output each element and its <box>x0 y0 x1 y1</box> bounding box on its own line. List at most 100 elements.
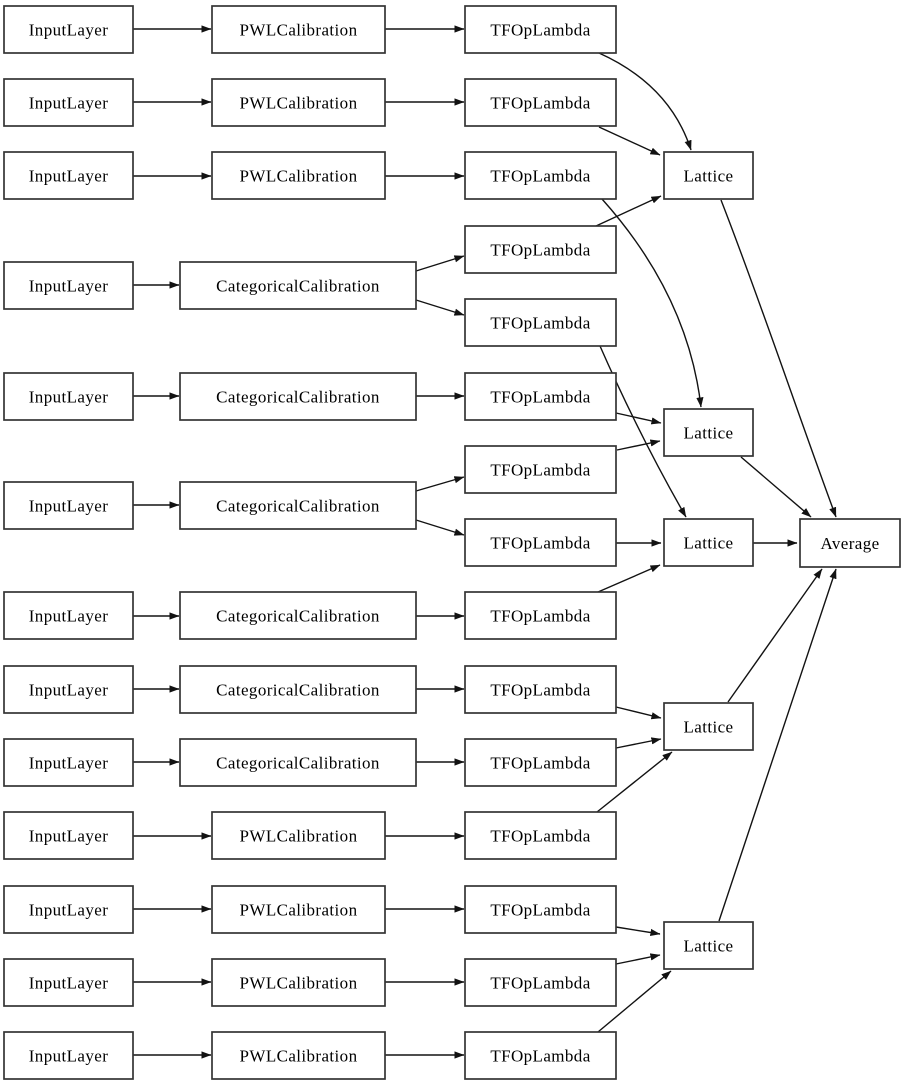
node-lat2: Lattice <box>663 408 754 457</box>
node-lat3: Lattice <box>663 518 754 567</box>
node-avg: Average <box>799 518 901 568</box>
node-tf12: TFOpLambda <box>464 811 617 860</box>
node-box-in1 <box>3 5 134 54</box>
node-tf5: TFOpLambda <box>464 298 617 347</box>
node-box-in2 <box>3 78 134 127</box>
node-box-in5 <box>3 372 134 421</box>
node-label-in2: InputLayer <box>29 94 109 113</box>
node-in6: InputLayer <box>3 481 134 530</box>
node-label-cat1: CategoricalCalibration <box>216 277 380 296</box>
edge-cat1-tf4 <box>415 255 465 272</box>
node-box-pwl4 <box>211 811 386 860</box>
node-label-in9: InputLayer <box>29 754 109 773</box>
edges-layer <box>132 25 837 1059</box>
node-box-lat1 <box>663 151 754 200</box>
node-box-in7 <box>3 591 134 640</box>
node-box-cat5 <box>179 665 417 714</box>
node-label-pwl4: PWLCalibration <box>240 827 358 846</box>
node-box-in8 <box>3 665 134 714</box>
node-tf2: TFOpLambda <box>464 78 617 127</box>
edge-tf10-lat4 <box>615 706 662 720</box>
node-label-tf8: TFOpLambda <box>490 534 590 553</box>
node-lat5: Lattice <box>663 921 754 970</box>
edge-tf1-lat1 <box>598 52 692 151</box>
node-label-tf9: TFOpLambda <box>490 607 590 626</box>
node-box-tf7 <box>464 445 617 494</box>
node-in8: InputLayer <box>3 665 134 714</box>
node-in1: InputLayer <box>3 5 134 54</box>
node-cat5: CategoricalCalibration <box>179 665 417 714</box>
node-tf1: TFOpLambda <box>464 5 617 54</box>
node-box-tf13 <box>464 885 617 934</box>
node-box-in4 <box>3 261 134 310</box>
node-pwl2: PWLCalibration <box>211 78 386 127</box>
edge-tf4-lat1 <box>595 195 662 227</box>
node-box-pwl1 <box>211 5 386 54</box>
node-label-tf6: TFOpLambda <box>490 388 590 407</box>
node-label-lat2: Lattice <box>684 424 734 443</box>
node-box-cat6 <box>179 738 417 787</box>
node-label-in8: InputLayer <box>29 681 109 700</box>
node-box-tf1 <box>464 5 617 54</box>
edge-tf2-lat1 <box>598 126 661 156</box>
edge-tf5-lat3 <box>599 345 687 518</box>
node-tf7: TFOpLambda <box>464 445 617 494</box>
node-box-pwl6 <box>211 958 386 1007</box>
node-label-pwl2: PWLCalibration <box>240 94 358 113</box>
node-box-in13 <box>3 1031 134 1080</box>
node-box-lat3 <box>663 518 754 567</box>
node-label-cat4: CategoricalCalibration <box>216 607 380 626</box>
node-box-cat3 <box>179 481 417 530</box>
node-box-in3 <box>3 151 134 200</box>
node-in2: InputLayer <box>3 78 134 127</box>
edge-lat5-avg <box>718 568 837 922</box>
node-in9: InputLayer <box>3 738 134 787</box>
node-cat1: CategoricalCalibration <box>179 261 417 310</box>
node-label-tf1: TFOpLambda <box>490 21 590 40</box>
node-tf10: TFOpLambda <box>464 665 617 714</box>
node-label-tf15: TFOpLambda <box>490 1047 590 1066</box>
node-in12: InputLayer <box>3 958 134 1007</box>
node-in11: InputLayer <box>3 885 134 934</box>
edge-cat1-tf5 <box>415 299 465 316</box>
node-box-tf5 <box>464 298 617 347</box>
node-label-in12: InputLayer <box>29 974 109 993</box>
node-in10: InputLayer <box>3 811 134 860</box>
nodes-layer: InputLayerInputLayerInputLayerInputLayer… <box>3 5 901 1080</box>
node-box-pwl3 <box>211 151 386 200</box>
node-box-avg <box>799 518 901 568</box>
node-tf14: TFOpLambda <box>464 958 617 1007</box>
node-in4: InputLayer <box>3 261 134 310</box>
node-pwl4: PWLCalibration <box>211 811 386 860</box>
node-cat4: CategoricalCalibration <box>179 591 417 640</box>
node-label-in11: InputLayer <box>29 901 109 920</box>
node-box-in12 <box>3 958 134 1007</box>
edge-cat3-tf8 <box>415 519 465 536</box>
node-label-in13: InputLayer <box>29 1047 109 1066</box>
edge-lat1-avg <box>720 199 837 518</box>
node-box-pwl2 <box>211 78 386 127</box>
node-in7: InputLayer <box>3 591 134 640</box>
edge-tf11-lat4 <box>615 737 662 749</box>
node-label-pwl6: PWLCalibration <box>240 974 358 993</box>
node-pwl5: PWLCalibration <box>211 885 386 934</box>
node-lat1: Lattice <box>663 151 754 200</box>
node-label-in1: InputLayer <box>29 21 109 40</box>
node-box-in9 <box>3 738 134 787</box>
node-label-in7: InputLayer <box>29 607 109 626</box>
node-label-cat2: CategoricalCalibration <box>216 388 380 407</box>
edge-tf7-lat2 <box>616 439 661 451</box>
node-label-lat5: Lattice <box>684 937 734 956</box>
node-box-lat2 <box>663 408 754 457</box>
node-label-tf11: TFOpLambda <box>490 754 590 773</box>
node-in5: InputLayer <box>3 372 134 421</box>
node-label-cat5: CategoricalCalibration <box>216 681 380 700</box>
node-box-tf3 <box>464 151 617 200</box>
node-box-lat4 <box>663 702 754 751</box>
node-label-pwl3: PWLCalibration <box>240 167 358 186</box>
edge-tf13-lat5 <box>615 926 661 937</box>
node-cat3: CategoricalCalibration <box>179 481 417 530</box>
node-tf3: TFOpLambda <box>464 151 617 200</box>
edge-tf3-lat2 <box>601 198 704 408</box>
